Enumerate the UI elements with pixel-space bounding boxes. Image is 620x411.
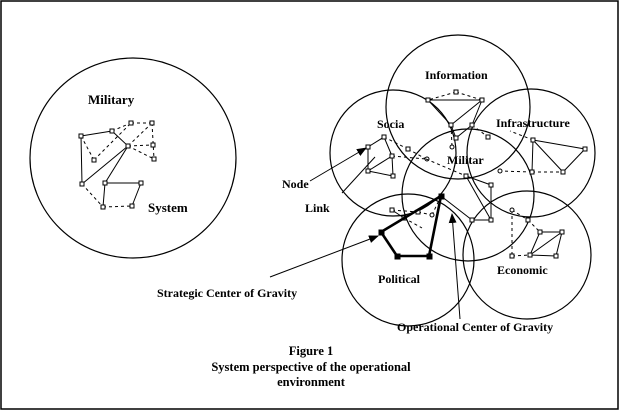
militar-label: Militar (447, 153, 484, 167)
military-system-dashed-links (80, 122, 155, 208)
political-circle (341, 193, 475, 327)
figure-caption: Figure 1 System perspective of the opera… (211, 344, 411, 389)
military-system-circle (29, 57, 237, 259)
caption-line-2: environment (277, 375, 346, 389)
economic-circle (462, 190, 592, 320)
information-label: Information (425, 68, 488, 82)
infrastructure-circle (466, 88, 596, 218)
strategic-cog-node (438, 193, 445, 200)
socia-network (365, 134, 430, 179)
socia-label: Socia (377, 117, 404, 131)
operational-cog-label: Operational Center of Gravity (397, 320, 553, 334)
system-label: System (148, 200, 188, 215)
infrastructure-label: Infrastructure (496, 116, 570, 130)
socia-circle (329, 89, 457, 217)
military-system-nodes (78, 120, 157, 210)
economic-label: Economic (497, 263, 548, 277)
information-network (425, 89, 491, 150)
strategic-cog-arrow (269, 235, 379, 278)
military-label: Military (88, 92, 135, 107)
system-circles (329, 34, 596, 327)
militar-network (425, 158, 494, 223)
node-arrow (309, 147, 367, 182)
caption-title: Figure 1 (289, 344, 334, 358)
operational-cog-arrow (448, 213, 461, 320)
political-label: Political (378, 272, 421, 286)
military-system: Military System (29, 57, 237, 259)
caption-line-1: System perspective of the operational (211, 360, 411, 374)
node-label: Node (282, 177, 309, 191)
economic-network (509, 207, 565, 259)
infrastructure-network (497, 130, 588, 175)
information-circle (385, 34, 531, 180)
strategic-cog-label: Strategic Center of Gravity (157, 286, 297, 300)
link-label: Link (305, 201, 330, 215)
military-system-links (80, 130, 142, 208)
strategic-cog-network (378, 193, 445, 260)
link-arrow (341, 156, 376, 194)
militar-circle (401, 128, 535, 262)
